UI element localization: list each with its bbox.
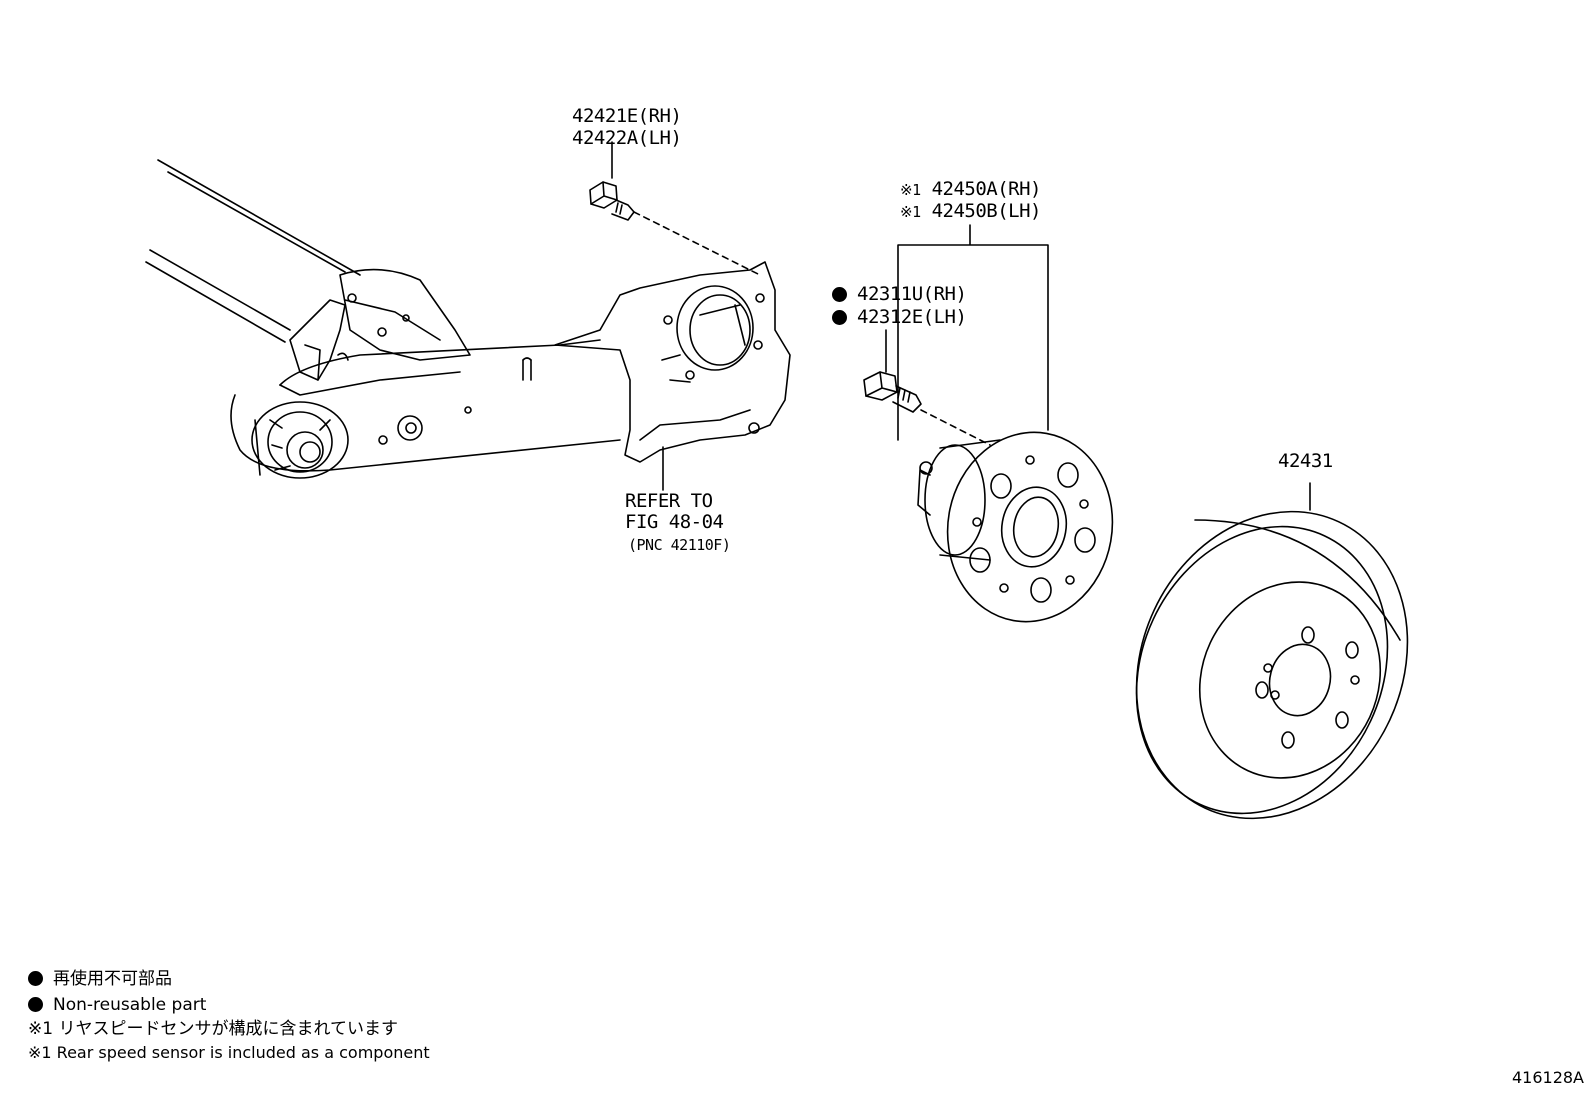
hub-rh-part: 42450A(RH): [931, 178, 1042, 200]
hub-stud-illustration: [863, 329, 991, 446]
nonreusable-dot-icon: [832, 287, 847, 302]
nonreusable-dot-icon: [832, 310, 847, 325]
legend-note1-en: ※1 Rear speed sensor is included as a co…: [28, 1043, 430, 1062]
legend-nonreusable-en: Non-reusable part: [28, 994, 206, 1017]
rear-axle-beam-illustration: [145, 159, 791, 479]
brake-disc-illustration: [1135, 482, 1409, 820]
hub-bearing-illustration: [897, 224, 1114, 623]
hub-lh-mark: ※1: [900, 203, 921, 221]
stud-lh-part: 42312E(LH): [857, 306, 967, 328]
callout-hub-rh: ※1 42450A(RH): [900, 178, 1041, 201]
legend-dot-icon: [28, 971, 43, 986]
refer-line-1: REFER TO: [625, 490, 713, 512]
legend-note1-jp: ※1 リヤスピードセンサが構成に含まれています: [28, 1019, 398, 1039]
callout-stud-rh: 42311U(RH): [832, 283, 967, 305]
callout-disc: 42431: [1278, 450, 1333, 472]
callout-bolt-lh: 42422A(LH): [572, 127, 682, 149]
legend-nonreusable-jp-text: 再使用不可部品: [53, 969, 172, 989]
legend-dot-icon: [28, 997, 43, 1012]
hub-rh-mark: ※1: [900, 181, 921, 199]
callout-bolt-rh: 42421E(RH): [572, 105, 682, 127]
refer-line-3: (PNC 42110F): [628, 536, 731, 554]
stud-rh-part: 42311U(RH): [857, 283, 967, 305]
hub-lh-part: 42450B(LH): [931, 200, 1042, 222]
callout-hub-lh: ※1 42450B(LH): [900, 200, 1041, 223]
refer-line-2: FIG 48-04: [625, 511, 724, 533]
callout-stud-lh: 42312E(LH): [832, 306, 967, 328]
legend-nonreusable-en-text: Non-reusable part: [53, 995, 207, 1015]
figure-number: 416128A: [1511, 1068, 1584, 1087]
knuckle-bolt-illustration: [589, 141, 761, 276]
legend-nonreusable-jp: 再使用不可部品: [28, 968, 172, 991]
